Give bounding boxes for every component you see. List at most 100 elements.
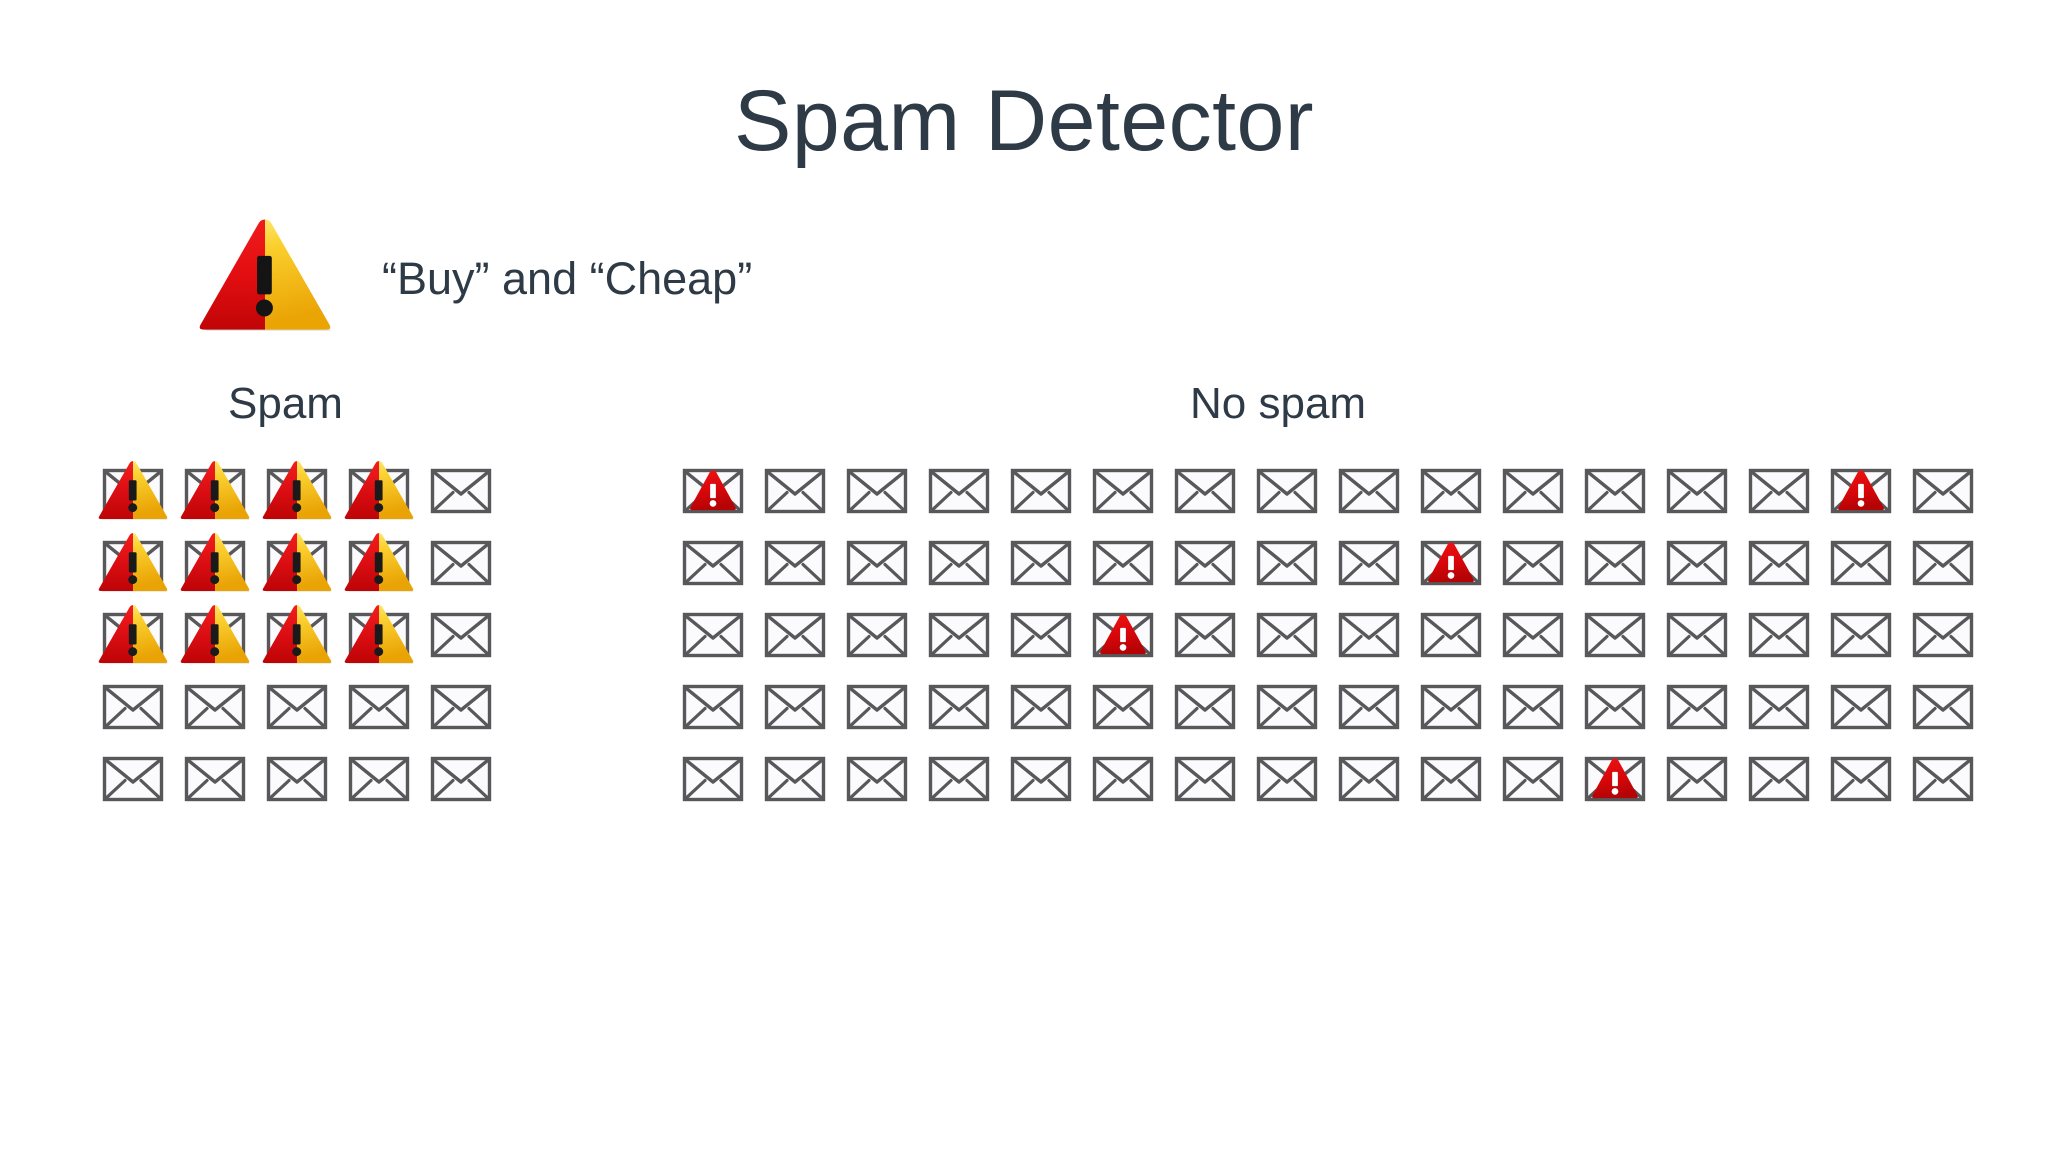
- email-item[interactable]: [836, 743, 918, 815]
- email-item[interactable]: [1000, 527, 1082, 599]
- email-item[interactable]: [420, 599, 502, 671]
- email-item-flagged[interactable]: [256, 527, 338, 599]
- email-item-flagged[interactable]: [174, 527, 256, 599]
- email-item[interactable]: [1492, 455, 1574, 527]
- email-item[interactable]: [1246, 599, 1328, 671]
- email-item[interactable]: [1820, 671, 1902, 743]
- email-item[interactable]: [836, 671, 918, 743]
- email-item[interactable]: [1656, 455, 1738, 527]
- email-item[interactable]: [754, 743, 836, 815]
- email-item[interactable]: [672, 599, 754, 671]
- email-item[interactable]: [1656, 671, 1738, 743]
- email-item[interactable]: [174, 743, 256, 815]
- email-item[interactable]: [918, 455, 1000, 527]
- email-item[interactable]: [1164, 455, 1246, 527]
- email-item[interactable]: [672, 743, 754, 815]
- email-item-flagged[interactable]: [92, 455, 174, 527]
- email-item[interactable]: [1492, 743, 1574, 815]
- email-item[interactable]: [1656, 743, 1738, 815]
- email-item[interactable]: [1820, 743, 1902, 815]
- email-item[interactable]: [1164, 527, 1246, 599]
- email-item[interactable]: [1902, 527, 1984, 599]
- email-item[interactable]: [672, 527, 754, 599]
- email-item[interactable]: [1000, 671, 1082, 743]
- email-item[interactable]: [1246, 743, 1328, 815]
- email-item[interactable]: [1246, 527, 1328, 599]
- email-item[interactable]: [836, 527, 918, 599]
- email-item[interactable]: [420, 671, 502, 743]
- email-item-flagged[interactable]: [338, 599, 420, 671]
- email-item[interactable]: [338, 671, 420, 743]
- email-item[interactable]: [1574, 455, 1656, 527]
- email-item[interactable]: [1082, 455, 1164, 527]
- email-item-flagged[interactable]: [1820, 455, 1902, 527]
- email-item[interactable]: [672, 671, 754, 743]
- email-item[interactable]: [1820, 599, 1902, 671]
- email-item[interactable]: [754, 671, 836, 743]
- email-item[interactable]: [1492, 671, 1574, 743]
- email-item[interactable]: [1164, 743, 1246, 815]
- email-item[interactable]: [1000, 455, 1082, 527]
- email-item[interactable]: [1738, 599, 1820, 671]
- email-item[interactable]: [918, 527, 1000, 599]
- email-item[interactable]: [92, 743, 174, 815]
- email-item[interactable]: [1738, 527, 1820, 599]
- email-item[interactable]: [174, 671, 256, 743]
- email-item[interactable]: [1328, 743, 1410, 815]
- email-item[interactable]: [1082, 671, 1164, 743]
- email-item[interactable]: [1410, 599, 1492, 671]
- email-item[interactable]: [420, 527, 502, 599]
- email-item-flagged[interactable]: [256, 599, 338, 671]
- email-item[interactable]: [1000, 599, 1082, 671]
- email-item[interactable]: [1738, 455, 1820, 527]
- email-item-flagged[interactable]: [92, 527, 174, 599]
- email-item[interactable]: [1328, 455, 1410, 527]
- email-item[interactable]: [1574, 599, 1656, 671]
- email-item-flagged[interactable]: [1574, 743, 1656, 815]
- email-item[interactable]: [420, 455, 502, 527]
- email-item[interactable]: [256, 671, 338, 743]
- email-item[interactable]: [1656, 599, 1738, 671]
- email-item[interactable]: [1246, 671, 1328, 743]
- email-item-flagged[interactable]: [1410, 527, 1492, 599]
- email-item[interactable]: [1492, 527, 1574, 599]
- email-item[interactable]: [1082, 743, 1164, 815]
- email-item[interactable]: [836, 599, 918, 671]
- email-item[interactable]: [1164, 599, 1246, 671]
- email-item-flagged[interactable]: [256, 455, 338, 527]
- email-item[interactable]: [1738, 671, 1820, 743]
- email-item[interactable]: [1328, 671, 1410, 743]
- email-item[interactable]: [1000, 743, 1082, 815]
- email-item[interactable]: [918, 743, 1000, 815]
- email-item[interactable]: [1410, 743, 1492, 815]
- email-item[interactable]: [1656, 527, 1738, 599]
- email-item[interactable]: [1902, 743, 1984, 815]
- email-item-flagged[interactable]: [338, 455, 420, 527]
- email-item[interactable]: [338, 743, 420, 815]
- email-item-flagged[interactable]: [1082, 599, 1164, 671]
- email-item-flagged[interactable]: [92, 599, 174, 671]
- email-item[interactable]: [1492, 599, 1574, 671]
- email-item[interactable]: [918, 599, 1000, 671]
- email-item[interactable]: [1902, 671, 1984, 743]
- email-item-flagged[interactable]: [338, 527, 420, 599]
- email-item[interactable]: [1820, 527, 1902, 599]
- email-item[interactable]: [1410, 671, 1492, 743]
- email-item[interactable]: [256, 743, 338, 815]
- email-item[interactable]: [1902, 599, 1984, 671]
- email-item[interactable]: [754, 455, 836, 527]
- email-item[interactable]: [754, 527, 836, 599]
- email-item[interactable]: [1410, 455, 1492, 527]
- email-item-flagged[interactable]: [174, 455, 256, 527]
- email-item[interactable]: [1574, 527, 1656, 599]
- email-item[interactable]: [918, 671, 1000, 743]
- email-item[interactable]: [1738, 743, 1820, 815]
- email-item[interactable]: [754, 599, 836, 671]
- email-item[interactable]: [92, 671, 174, 743]
- email-item[interactable]: [1164, 671, 1246, 743]
- email-item-flagged[interactable]: [672, 455, 754, 527]
- email-item[interactable]: [1082, 527, 1164, 599]
- email-item[interactable]: [1574, 671, 1656, 743]
- email-item[interactable]: [836, 455, 918, 527]
- email-item[interactable]: [1902, 455, 1984, 527]
